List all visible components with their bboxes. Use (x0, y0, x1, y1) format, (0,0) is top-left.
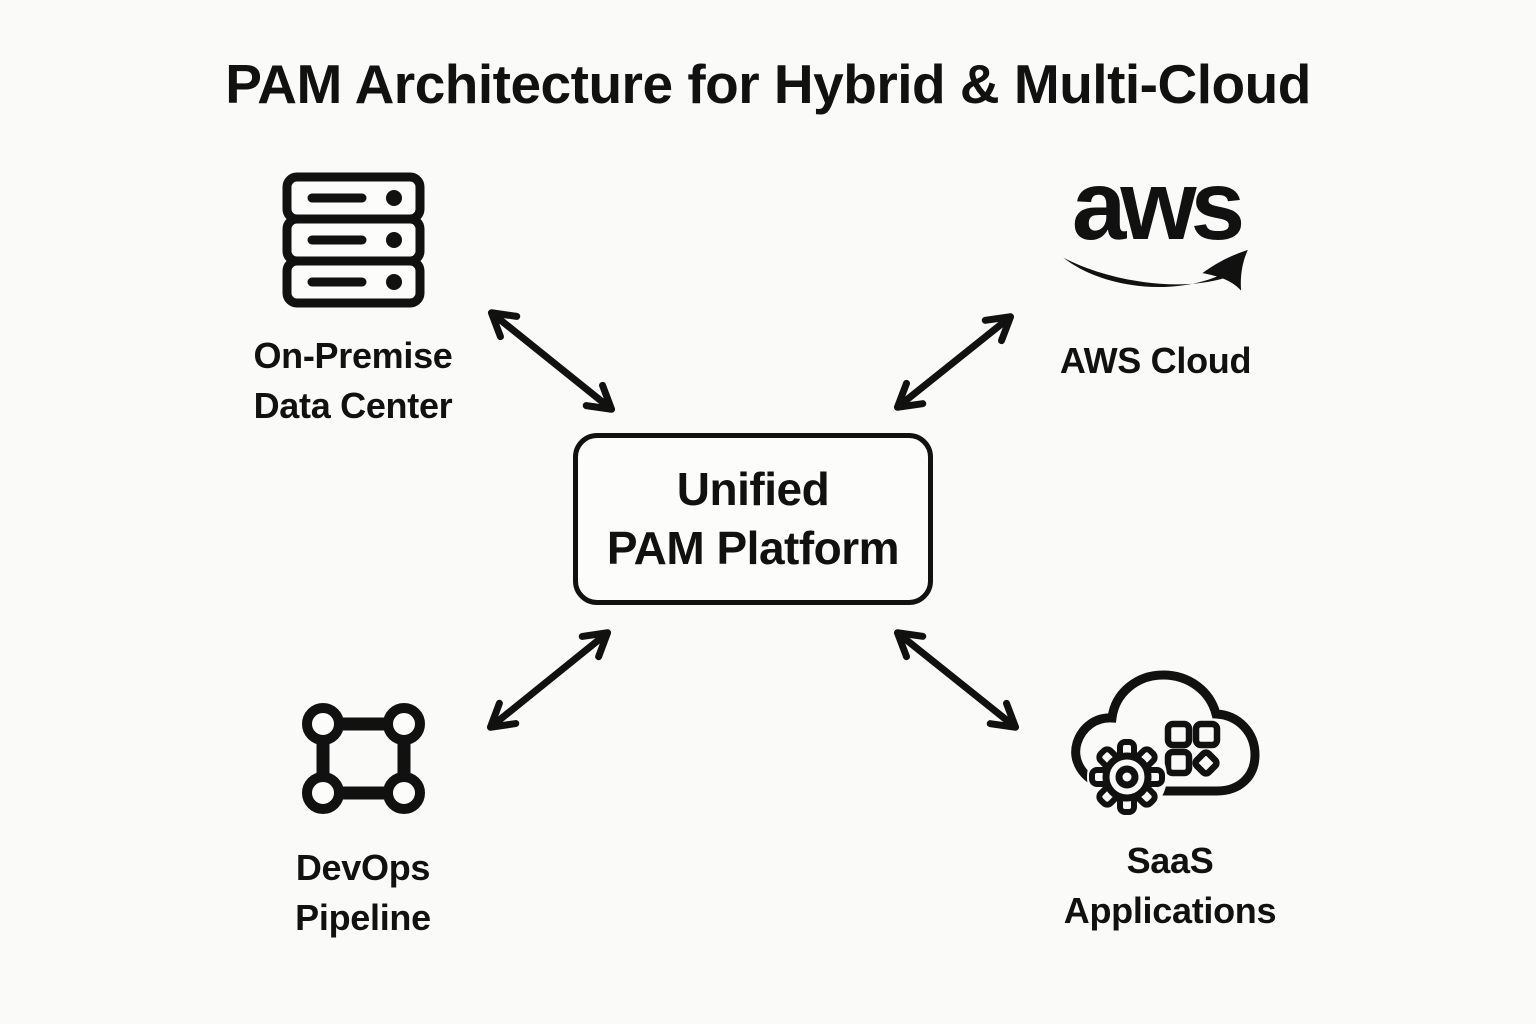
unified-pam-platform-box: Unified PAM Platform (573, 433, 933, 605)
server-rack-icon (282, 172, 424, 308)
arrow-onprem-center (487, 309, 616, 413)
aws-cloud-label: AWS Cloud (1059, 340, 1252, 381)
node-aws-cloud: aws AWS Cloud (1038, 150, 1273, 386)
saas-cloud-icon (1071, 670, 1260, 816)
pipeline-nodes-icon (301, 703, 425, 814)
arrow-saas-center (893, 629, 1020, 731)
aws-smile-logo (1062, 249, 1248, 291)
node-on-premise-data-center: On-Premise Data Center (228, 172, 478, 430)
on-premise-label: On-Premise Data Center (253, 335, 453, 426)
devops-pipeline-label: DevOps Pipeline (295, 847, 431, 938)
node-devops-pipeline: DevOps Pipeline (238, 700, 488, 942)
arrow-devops-center (486, 629, 612, 731)
center-box-line2: PAM Platform (606, 522, 900, 574)
center-box-line1: Unified (676, 463, 830, 516)
aws-logo-text: aws (1071, 150, 1245, 260)
node-saas-applications: SaaS Applications (1040, 666, 1300, 935)
diagram-title: PAM Architecture for Hybrid & Multi-Clou… (225, 53, 1311, 115)
arrow-aws-center (893, 313, 1015, 411)
saas-applications-label: SaaS Applications (1063, 840, 1277, 931)
